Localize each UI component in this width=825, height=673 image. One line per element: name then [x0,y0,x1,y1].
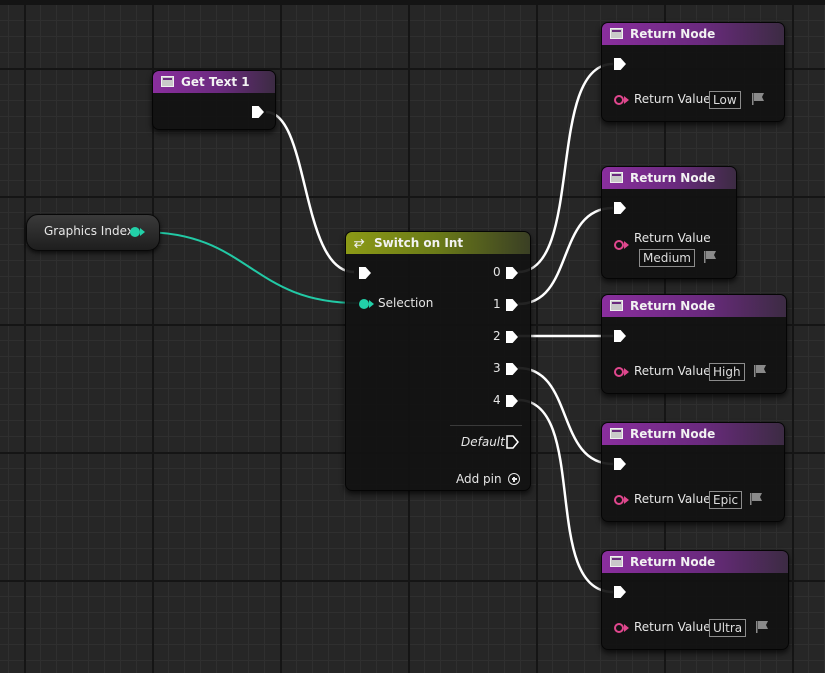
pin-arrow-icon [624,96,629,104]
output-exec-pin-0[interactable] [506,267,518,279]
return-exec-in-pin[interactable] [614,202,626,214]
return-exec-in-pin[interactable] [614,586,626,598]
exec-wire-3-to-epic [517,366,614,466]
return-node-header[interactable]: Return Node [602,551,788,573]
output-label-2: 2 [493,329,501,343]
default-separator [450,425,522,426]
return-value-input[interactable]: Ultra [709,619,747,637]
return-exec-in-pin[interactable] [614,458,626,470]
exec-wire-1-to-medium [517,206,614,306]
pin-arrow-icon [140,228,145,236]
output-label-0: 0 [493,265,501,279]
return-node-epic[interactable]: Return Node Return Value Epic [601,422,785,522]
output-exec-pin-3[interactable] [506,363,518,375]
return-value-pin[interactable] [614,367,624,377]
return-exec-in-pin[interactable] [614,58,626,70]
return-value-input[interactable]: High [709,363,745,381]
return-node-title: Return Node [630,555,716,569]
return-node-header[interactable]: Return Node [602,23,784,45]
return-value-pin[interactable] [614,95,624,105]
output-label-1: 1 [493,297,501,311]
return-node-low[interactable]: Return Node Return Value Low [601,22,785,122]
function-icon [610,556,623,567]
localization-flag-icon[interactable] [703,250,717,264]
pin-arrow-icon [624,624,629,632]
function-icon [610,28,623,39]
return-value-pin[interactable] [614,495,624,505]
return-node-title: Return Node [630,27,716,41]
selection-pin[interactable] [359,299,369,309]
switch-exec-in-pin[interactable] [359,267,371,279]
function-icon [610,428,623,439]
top-bar [0,0,825,5]
return-value-label: Return Value [634,620,711,634]
switch-on-int-node[interactable]: ⥂ Switch on Int Selection 0 1 2 3 4 Defa… [345,231,531,491]
output-exec-pin-4[interactable] [506,395,518,407]
output-label-4: 4 [493,393,501,407]
switch-node-title: Switch on Int [374,236,464,250]
selection-label: Selection [378,296,434,310]
add-pin-icon[interactable] [508,473,520,485]
pin-arrow-icon [369,300,374,308]
return-node-medium[interactable]: Return Node Return Value Medium [601,166,737,279]
return-value-pin[interactable] [614,623,624,633]
exec-wire-0-to-low [517,62,614,274]
return-node-title: Return Node [630,427,716,441]
pin-arrow-icon [624,368,629,376]
localization-flag-icon[interactable] [755,620,769,634]
graphics-index-out-pin[interactable] [130,227,140,237]
switch-icon: ⥂ [354,235,365,250]
get-text-node-title: Get Text 1 [181,75,250,89]
default-label: Default [461,435,505,449]
default-exec-pin[interactable] [506,435,519,449]
get-text-node[interactable]: Get Text 1 [152,70,276,130]
return-value-input[interactable]: Low [709,91,741,109]
output-exec-pin-2[interactable] [506,331,518,343]
graphics-index-variable-node[interactable]: Graphics Index [26,214,160,251]
data-wire-graphics-index-to-selection [141,231,359,304]
return-value-label: Return Value [634,92,711,106]
exec-wire-gettext-to-switch [265,110,355,274]
return-node-high[interactable]: Return Node Return Value High [601,294,787,394]
return-value-pin[interactable] [614,240,624,250]
return-exec-in-pin[interactable] [614,330,626,342]
switch-node-header[interactable]: ⥂ Switch on Int [346,232,530,254]
return-node-header[interactable]: Return Node [602,423,784,445]
return-value-label: Return Value [634,231,711,245]
return-value-input[interactable]: Epic [709,491,743,509]
exec-wire-4-to-ultra [517,398,614,594]
localization-flag-icon[interactable] [749,492,763,506]
output-exec-pin-1[interactable] [506,299,518,311]
localization-flag-icon[interactable] [753,364,767,378]
return-node-title: Return Node [630,299,716,313]
add-pin-label[interactable]: Add pin [456,472,502,486]
function-icon [610,300,623,311]
return-node-title: Return Node [630,171,716,185]
return-node-header[interactable]: Return Node [602,295,786,317]
output-label-3: 3 [493,361,501,375]
get-text-node-header[interactable]: Get Text 1 [153,71,275,93]
pin-arrow-icon [624,496,629,504]
return-node-ultra[interactable]: Return Node Return Value Ultra [601,550,789,650]
return-value-label: Return Value [634,492,711,506]
return-value-label: Return Value [634,364,711,378]
get-text-exec-out-pin[interactable] [252,106,264,118]
pin-arrow-icon [624,241,629,249]
function-icon [161,76,174,87]
localization-flag-icon[interactable] [751,92,765,106]
function-icon [610,172,623,183]
return-value-input[interactable]: Medium [639,249,695,267]
graphics-index-label: Graphics Index [44,224,134,238]
return-node-header[interactable]: Return Node [602,167,736,189]
